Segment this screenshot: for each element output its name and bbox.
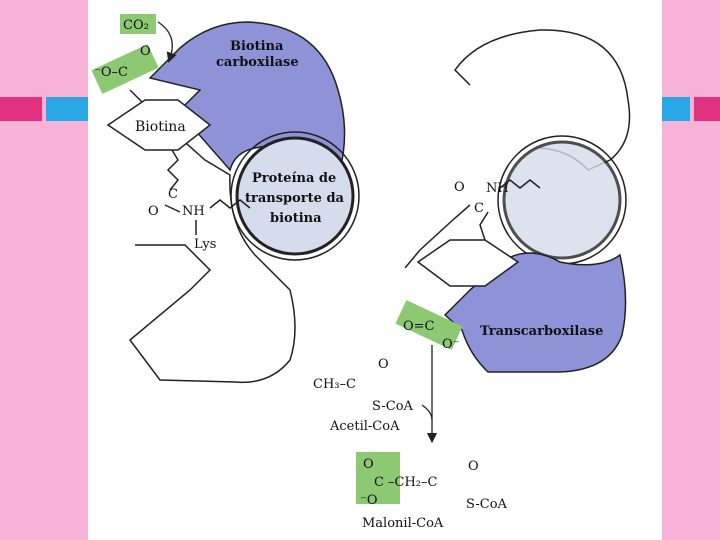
nh-left: NH — [182, 204, 205, 219]
malonyl-ch2-c: –CH₂–C — [388, 475, 437, 490]
acetyl-coa-entry-arrow — [421, 404, 433, 421]
carrier-ring — [230, 131, 360, 261]
malonyl-scoa: S-CoA — [466, 497, 508, 512]
malonyl-o2: O — [468, 459, 479, 474]
acetyl-ch3-c: CH₃–C — [313, 377, 356, 392]
right-biotin-box — [416, 239, 520, 287]
biotin-box — [106, 99, 212, 151]
carrier-label-2: transporte da — [245, 191, 345, 206]
co2-highlight — [120, 14, 156, 34]
carboxybiotin-highlight — [91, 44, 159, 94]
amide-o-left: O — [148, 204, 159, 219]
right-blue-accent-bar — [662, 97, 690, 121]
malonyl-o-bottom: ⁻O — [360, 493, 378, 508]
carboxylate-o-label: O — [140, 44, 151, 59]
biotin-carrier-protein — [235, 136, 355, 256]
amide-bond-left — [164, 204, 181, 213]
lys-label: Lys — [194, 237, 216, 252]
malonyl-o-top: O — [363, 457, 374, 472]
right-amide-linker — [479, 211, 489, 241]
co2-arrow — [157, 21, 177, 63]
carrier-label-1: Proteína de — [252, 171, 336, 186]
carboxylate-label: ⁻O–C — [94, 65, 128, 80]
acetyl-scoa: S-CoA — [372, 399, 414, 414]
right-linker — [499, 179, 541, 189]
lys-side-chain — [209, 199, 251, 209]
biotin-carboxylase-label-2: carboxilase — [216, 55, 299, 70]
biotin-carboxylase-label-1: Biotina — [230, 39, 284, 54]
malonyl-c: C — [374, 475, 384, 490]
right-carrier-protein — [502, 140, 622, 260]
carrier-label-3: biotina — [270, 211, 322, 226]
right-carboxyl-highlight — [395, 300, 463, 350]
nh-right: NH — [486, 181, 509, 196]
malonyl-coa-name: Malonil-CoA — [362, 516, 444, 531]
right-lower-outline — [404, 204, 471, 269]
amide-c-left: C — [168, 187, 178, 202]
co2-label: CO₂ — [123, 18, 149, 33]
malonyl-carboxyl-highlight — [356, 452, 400, 504]
left-pink-accent-bar — [0, 97, 42, 121]
right-ominus-label: O⁻ — [442, 337, 460, 352]
transcarboxylase-label: Transcarboxilase — [480, 324, 603, 339]
amide-c-right: C — [474, 201, 484, 216]
right-oc-label: O=C — [403, 319, 435, 334]
acetyl-coa-name: Acetil-CoA — [329, 419, 400, 434]
biotin-linker — [166, 149, 180, 191]
acetyl-o: O — [378, 357, 389, 372]
right-pink-accent-bar — [694, 97, 720, 121]
amide-o-right: O — [454, 180, 465, 195]
left-blue-accent-bar — [46, 97, 88, 121]
biotin-label: Biotina — [135, 119, 186, 135]
